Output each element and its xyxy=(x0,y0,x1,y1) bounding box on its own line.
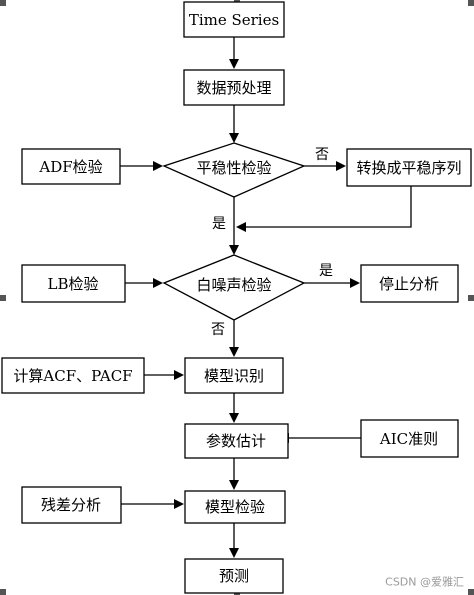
node-residual-analysis[interactable]: 残差分析 xyxy=(21,486,122,524)
arrowhead-down xyxy=(229,480,239,490)
node-label: 白噪声检验 xyxy=(196,276,271,294)
arrowhead-down xyxy=(229,347,239,357)
node-forecast[interactable]: 预测 xyxy=(184,558,284,594)
node-stop-analysis[interactable]: 停止分析 xyxy=(360,264,459,303)
node-lb-test[interactable]: LB检验 xyxy=(21,264,126,303)
arrowhead-down xyxy=(229,133,239,143)
node-label: 转换成平稳序列 xyxy=(356,159,461,177)
node-label: ADF检验 xyxy=(38,158,102,176)
edge-transform-return xyxy=(245,186,412,228)
node-stationarity-test[interactable]: 平稳性检验 xyxy=(162,142,306,198)
handle-middle-right[interactable] xyxy=(468,295,474,301)
node-label: 平稳性检验 xyxy=(196,159,271,177)
edge-label-stationarity-no: 否 xyxy=(315,147,329,163)
arrowhead-right xyxy=(336,161,346,171)
node-compute-acf-pacf[interactable]: 计算ACF、PACF xyxy=(1,357,145,394)
connectors xyxy=(120,37,412,549)
node-time-series[interactable]: Time Series xyxy=(183,1,285,38)
arrowhead-left xyxy=(236,222,246,232)
node-preprocess[interactable]: 数据预处理 xyxy=(183,69,285,106)
handle-top-left[interactable] xyxy=(0,0,6,6)
node-label: 模型检验 xyxy=(205,498,265,516)
node-parameter-estimation[interactable]: 参数估计 xyxy=(184,423,289,459)
arrowhead-right xyxy=(350,278,360,288)
arrowhead-down xyxy=(229,413,239,423)
edge-label-stationarity-yes: 是 xyxy=(212,216,226,232)
watermark: CSDN @爱雅汇 xyxy=(385,575,464,589)
node-aic-criterion[interactable]: AIC准则 xyxy=(360,419,459,458)
arrowhead-right xyxy=(153,161,163,171)
node-adf-test[interactable]: ADF检验 xyxy=(21,148,121,185)
node-label: 预测 xyxy=(219,567,249,585)
handle-top-right[interactable] xyxy=(468,0,474,6)
node-label: 计算ACF、PACF xyxy=(13,367,132,385)
node-label: 数据预处理 xyxy=(196,79,271,97)
arrowhead-right xyxy=(153,278,163,288)
node-label: AIC准则 xyxy=(379,430,438,448)
arrowhead-down xyxy=(229,548,239,558)
node-to-stationary[interactable]: 转换成平稳序列 xyxy=(346,148,472,187)
arrowhead-right xyxy=(174,499,184,509)
edge-label-white-noise-no: 否 xyxy=(211,322,225,338)
arrowhead-down xyxy=(229,59,239,69)
arrowhead-right xyxy=(174,370,184,380)
node-label: Time Series xyxy=(189,11,279,29)
node-model-check[interactable]: 模型检验 xyxy=(184,490,286,524)
node-label: LB检验 xyxy=(48,275,99,293)
node-label: 停止分析 xyxy=(379,275,439,293)
handle-bottom-left[interactable] xyxy=(0,589,6,595)
edge-label-white-noise-yes: 是 xyxy=(319,263,333,279)
node-white-noise-test[interactable]: 白噪声检验 xyxy=(162,254,306,321)
node-label: 参数估计 xyxy=(206,432,266,450)
arrowhead-down xyxy=(229,245,239,255)
node-model-identification[interactable]: 模型识别 xyxy=(184,357,284,394)
node-label: 残差分析 xyxy=(41,496,101,514)
handle-middle-left[interactable] xyxy=(0,295,6,301)
handle-bottom-right[interactable] xyxy=(468,589,474,595)
node-label: 模型识别 xyxy=(204,367,264,385)
